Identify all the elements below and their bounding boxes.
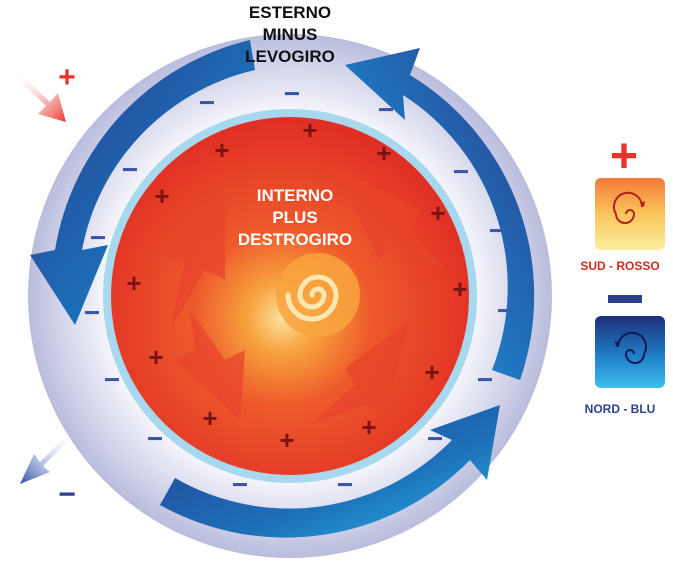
minus-sign: −: [489, 215, 505, 246]
minus-sign: −: [378, 94, 394, 125]
plus-sign: +: [452, 274, 467, 304]
legend-sud-box: [595, 178, 665, 250]
legend-plus-sign: +: [610, 130, 638, 183]
center-spiral: [276, 253, 360, 337]
minus-sign: −: [232, 469, 248, 500]
flow-arrow-left: [30, 40, 255, 325]
inner-flow-arrows: [160, 165, 445, 425]
minus-sign: −: [284, 78, 300, 109]
core-ring: [103, 109, 477, 483]
minus-sign: −: [84, 297, 100, 328]
minus-sign: −: [147, 423, 163, 454]
inner-label-line3: DESTROGIRO: [237, 230, 353, 249]
clockwise-spiral-icon: [613, 191, 644, 224]
outer-label-line3: LEVOGIRO: [245, 47, 335, 66]
plus-sign: +: [424, 357, 439, 387]
minus-sign-outgoing: −: [58, 478, 76, 511]
minus-sign: −: [427, 423, 443, 454]
plus-sign: +: [148, 342, 163, 372]
legend-sud-caption: SUD - ROSSO: [580, 259, 660, 273]
minus-sign: −: [477, 364, 493, 395]
minus-sign: −: [104, 364, 120, 395]
legend-nord-caption: NORD - BLU: [584, 402, 656, 416]
flow-arrow-right: [345, 48, 535, 380]
outer-label-line1: ESTERNO: [248, 3, 332, 22]
minus-sign: −: [337, 469, 353, 500]
incoming-red-arrow: [14, 72, 66, 122]
legend-nord-box: [595, 316, 665, 388]
minus-sign: −: [90, 222, 106, 253]
outer-label-line2: MINUS: [262, 25, 318, 44]
legend-north: [595, 295, 665, 388]
minus-sign: −: [199, 87, 215, 118]
minus-sign: −: [497, 295, 513, 326]
inner-label-line1: INTERNO: [256, 186, 334, 205]
counterclockwise-spiral-icon: [616, 331, 647, 364]
inner-arrow-1: [160, 170, 225, 330]
outgoing-blue-arrow: [20, 432, 74, 484]
flow-arrow-bottom: [160, 405, 500, 538]
outer-minus-signs: − − − − − − − − − − − − − − −: [84, 78, 513, 500]
inner-plus-signs: + + + + + + + + + + + +: [126, 115, 467, 455]
minus-sign: −: [122, 154, 138, 185]
inner-arrow-4: [175, 310, 245, 420]
inner-label: INTERNO PLUS DESTROGIRO: [215, 185, 375, 251]
plus-sign-incoming: +: [58, 61, 76, 94]
inner-arrow-3: [310, 320, 410, 425]
inner-label-line2: PLUS: [272, 208, 318, 227]
plus-sign: +: [302, 115, 317, 145]
legend-minus-sign: [608, 295, 642, 303]
outer-label: ESTERNO MINUS LEVOGIRO: [210, 2, 370, 68]
inner-arrow-2: [330, 165, 445, 270]
spiral-arrowhead-icon: [615, 341, 620, 347]
plus-sign: +: [376, 138, 391, 168]
outer-flow-arrows: [30, 40, 535, 538]
plus-sign: +: [126, 268, 141, 298]
plus-sign: +: [214, 135, 229, 165]
legend-south: +: [595, 130, 665, 250]
plus-sign: +: [430, 198, 445, 228]
plus-sign: +: [361, 412, 376, 442]
minus-sign: −: [453, 156, 469, 187]
plus-sign: +: [202, 403, 217, 433]
plus-sign: +: [279, 425, 294, 455]
spiral-arrowhead-icon: [640, 201, 645, 207]
plus-sign: +: [154, 181, 169, 211]
